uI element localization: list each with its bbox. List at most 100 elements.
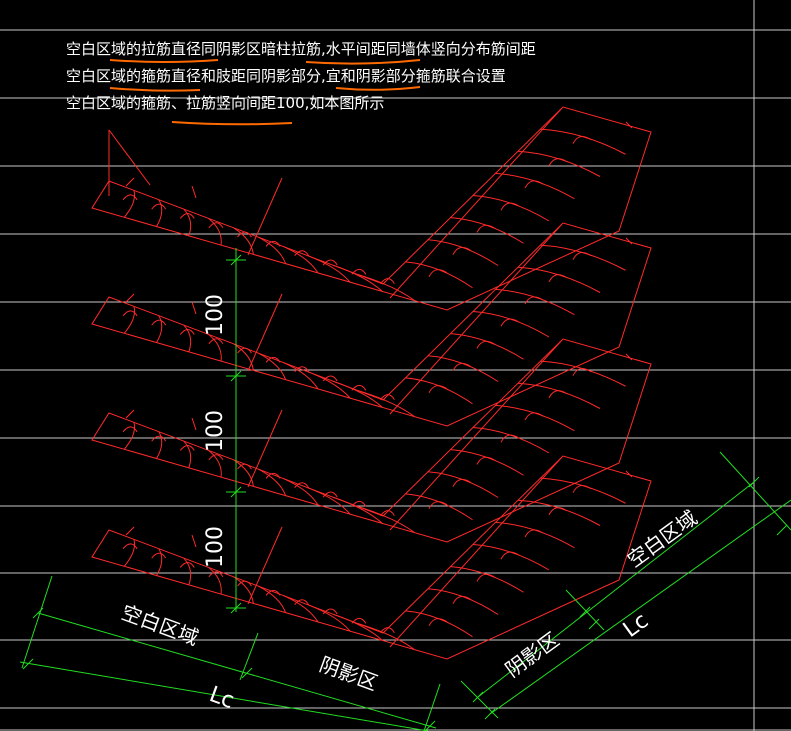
- dimension-tick: [588, 618, 600, 630]
- stirrup-outline: [91, 106, 652, 311]
- tie-hook: [517, 266, 601, 293]
- right-blank-region-label: 空白区域: [623, 506, 702, 572]
- tie-bend: [265, 472, 281, 479]
- tie-hook: [208, 450, 222, 478]
- note-underline: [109, 59, 219, 63]
- tie-hook: [283, 246, 319, 274]
- tie-bend: [380, 278, 395, 284]
- tie-hook: [495, 172, 575, 200]
- tie-bend: [208, 338, 224, 345]
- tie-bend: [524, 296, 544, 305]
- left-total-dimension-line: [19, 661, 429, 731]
- note-underline: [171, 121, 293, 126]
- corner-hook: [125, 237, 633, 315]
- tie-bend: [476, 456, 496, 465]
- tie-hook: [450, 566, 524, 593]
- tie-bend: [265, 356, 281, 363]
- stirrup-level: [91, 222, 652, 427]
- tie-hook: [258, 585, 287, 613]
- tie-hook: [405, 377, 473, 405]
- stirrup-outline: [91, 455, 652, 660]
- stirrup-level: [91, 338, 652, 543]
- dimension-extension: [719, 451, 791, 531]
- note-line-1: 空白区域的拉筋直径同阴影区暗柱拉筋,水平间距同墙体竖向分布筋间距: [66, 40, 536, 58]
- tie-bend: [151, 203, 167, 210]
- note-line-3: 空白区域的箍筋、拉筋竖向间距100,如本图所示: [66, 94, 385, 112]
- dimension-tick: [748, 476, 760, 488]
- tie-hook: [123, 539, 135, 567]
- tie-hook: [333, 496, 383, 524]
- tie-hook: [208, 218, 222, 246]
- tie-bend: [452, 595, 472, 604]
- corner-hook: [125, 470, 633, 548]
- tie-hook: [208, 334, 222, 362]
- tie-hook: [156, 548, 163, 576]
- shadow-zone-divider: [247, 409, 283, 488]
- tie-bend: [322, 375, 338, 382]
- left-shadow-region-label: 阴影区: [316, 652, 381, 695]
- tie-hook: [357, 506, 416, 534]
- tie-bend: [380, 627, 395, 633]
- tie-bend: [237, 231, 252, 238]
- dimension-extension: [423, 683, 441, 731]
- tie-bend: [572, 485, 592, 493]
- dimension-tick: [230, 254, 242, 266]
- shadow-zone-divider: [389, 456, 563, 648]
- stirrup-level: [91, 455, 652, 660]
- tie-hook: [233, 227, 254, 255]
- tie-bend: [380, 510, 395, 516]
- tie-bend: [500, 434, 520, 443]
- tie-bend: [322, 608, 338, 615]
- dimension-extension: [239, 632, 259, 681]
- shadow-zone-divider: [389, 223, 563, 415]
- stirrup-levels: [91, 106, 652, 660]
- tie-bend: [500, 551, 520, 560]
- tie-bend: [476, 340, 496, 349]
- tie-hook: [183, 208, 192, 236]
- tie-hook: [333, 264, 383, 292]
- tie-bend: [428, 269, 448, 278]
- tie-bend: [322, 491, 338, 498]
- tie-bend: [122, 543, 138, 550]
- tie-hook: [427, 355, 499, 382]
- tie-bend: [151, 319, 167, 326]
- tie-bend: [322, 259, 338, 266]
- tie-bend: [351, 384, 367, 391]
- tie-bend: [265, 589, 281, 596]
- tie-bend: [452, 478, 472, 487]
- tie-bend: [237, 463, 252, 470]
- tie-hook: [123, 190, 135, 218]
- tie-hook: [333, 380, 383, 408]
- tie-bend: [122, 194, 138, 201]
- tie-hook: [472, 195, 550, 222]
- dimension-tick: [484, 708, 496, 720]
- tie-hook: [450, 217, 524, 244]
- tie-hook: [208, 567, 222, 595]
- tie-hook: [427, 471, 499, 498]
- shadow-zone-divider: [389, 107, 563, 299]
- tie-hook: [123, 306, 135, 334]
- tie-bend: [294, 366, 310, 373]
- tie-hook: [405, 261, 473, 289]
- dimension-tick: [241, 667, 253, 679]
- tie-bend: [151, 552, 167, 559]
- left-dimension-line: [37, 612, 437, 729]
- tie-hook: [357, 390, 416, 418]
- shadow-zone-divider: [247, 293, 283, 372]
- dimension-lines: [19, 248, 791, 731]
- tie-bend: [548, 390, 568, 399]
- tie-bend: [548, 507, 568, 516]
- tie-hook: [308, 255, 351, 283]
- dimension-tick: [472, 691, 484, 703]
- dimension-tick: [22, 658, 34, 670]
- dimension-extension: [21, 575, 53, 669]
- tie-hook: [123, 422, 135, 450]
- tie-hook: [472, 427, 550, 454]
- stirrup-outline: [91, 338, 652, 543]
- tie-hook: [258, 468, 287, 496]
- tie-bend: [476, 224, 496, 233]
- tie-hook: [540, 360, 626, 387]
- tie-bend: [179, 444, 195, 451]
